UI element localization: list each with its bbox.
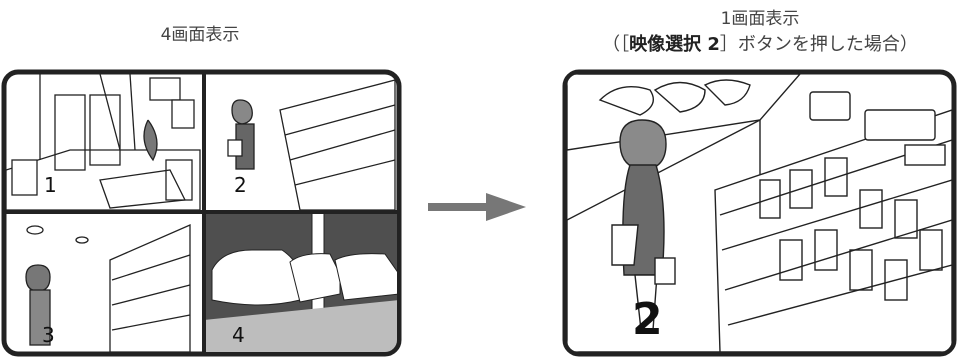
quadrant-number-2: 2 xyxy=(234,173,247,197)
quadrant-number-1: 1 xyxy=(44,173,57,197)
subtitle-suffix: ］ボタンを押した場合） xyxy=(719,34,918,55)
quadrant-4-parking xyxy=(204,211,397,352)
quadrant-number-4: 4 xyxy=(232,323,245,347)
single-view-subtitle: （［映像選択 2］ボタンを押した場合） xyxy=(560,30,959,56)
quad-view-title: 4画面表示 xyxy=(160,25,240,45)
quadrant-1-entrance xyxy=(6,74,201,211)
quadrant-number-3: 3 xyxy=(42,323,55,347)
single-view-number: 2 xyxy=(632,294,663,345)
transition-arrow xyxy=(428,193,526,221)
single-view-title: 1画面表示 xyxy=(720,9,800,29)
quadrant-3-aisle xyxy=(25,224,191,352)
single-monitor: 2 xyxy=(562,69,957,357)
quad-monitor: 1 2 3 4 xyxy=(1,69,402,357)
subtitle-button-name: 映像選択 2 xyxy=(629,34,720,55)
quadrant-2-store xyxy=(227,79,396,211)
subtitle-prefix: （［ xyxy=(602,34,630,55)
